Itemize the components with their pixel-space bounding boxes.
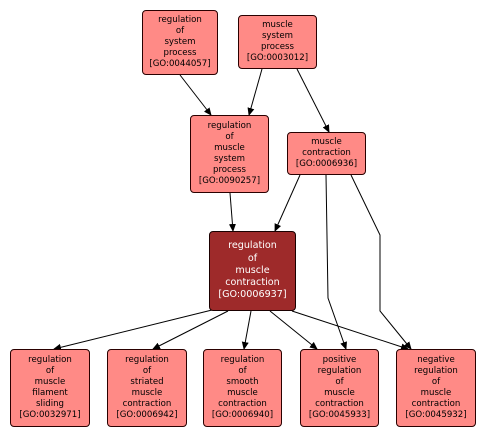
node-muscle-contraction[interactable]: muscle contraction [GO:0006936] xyxy=(287,132,366,175)
node-label: regulation of smooth muscle contraction … xyxy=(211,355,274,420)
node-regulation-of-muscle-contraction[interactable]: regulation of muscle contraction [GO:000… xyxy=(209,231,296,311)
node-regulation-of-striated-muscle-contraction[interactable]: regulation of striated muscle contractio… xyxy=(107,349,187,427)
edge-regmusproc-to-regmuscontr xyxy=(228,192,236,232)
node-label: muscle contraction [GO:0006936] xyxy=(295,137,358,169)
edge-regmuscontr-to-smooth xyxy=(241,310,252,350)
node-regulation-of-muscle-filament-sliding[interactable]: regulation of muscle filament sliding [G… xyxy=(10,349,90,427)
node-label: positive regulation of muscle contractio… xyxy=(308,355,371,420)
edge-musproc-to-muscontr xyxy=(296,68,330,133)
edge-regmuscontr-to-positive xyxy=(269,310,318,350)
node-label: negative regulation of muscle contractio… xyxy=(405,355,467,420)
node-negative-regulation-of-muscle-contraction[interactable]: negative regulation of muscle contractio… xyxy=(396,349,476,427)
node-positive-regulation-of-muscle-contraction[interactable]: positive regulation of muscle contractio… xyxy=(300,349,379,427)
edge-regmuscontr-to-negative xyxy=(291,310,409,351)
node-label: regulation of muscle contraction [GO:000… xyxy=(218,240,287,301)
edge-muscontr-to-regmuscontr xyxy=(274,174,301,232)
node-regulation-of-muscle-system-process[interactable]: regulation of muscle system process [GO:… xyxy=(190,115,269,193)
node-label: regulation of muscle system process [GO:… xyxy=(198,121,261,186)
edge-musproc-to-regmusproc xyxy=(247,68,263,116)
node-label: regulation of striated muscle contractio… xyxy=(116,355,178,420)
edge-regmuscontr-to-filament xyxy=(53,309,213,351)
node-regulation-of-system-process[interactable]: regulation of system process [GO:0044057… xyxy=(142,10,218,75)
node-regulation-of-smooth-muscle-contraction[interactable]: regulation of smooth muscle contraction … xyxy=(203,349,282,427)
node-label: muscle system process [GO:0003012] xyxy=(246,20,309,63)
node-label: regulation of system process [GO:0044057… xyxy=(149,15,211,69)
edge-muscontr-to-negative xyxy=(350,174,412,350)
edge-sysproc-to-regmusproc xyxy=(179,74,212,116)
edge-regmuscontr-to-striated xyxy=(152,310,229,350)
node-label: regulation of muscle filament sliding [G… xyxy=(19,355,81,420)
edge-muscontr-to-positive xyxy=(325,174,347,350)
node-muscle-system-process[interactable]: muscle system process [GO:0003012] xyxy=(238,15,317,69)
